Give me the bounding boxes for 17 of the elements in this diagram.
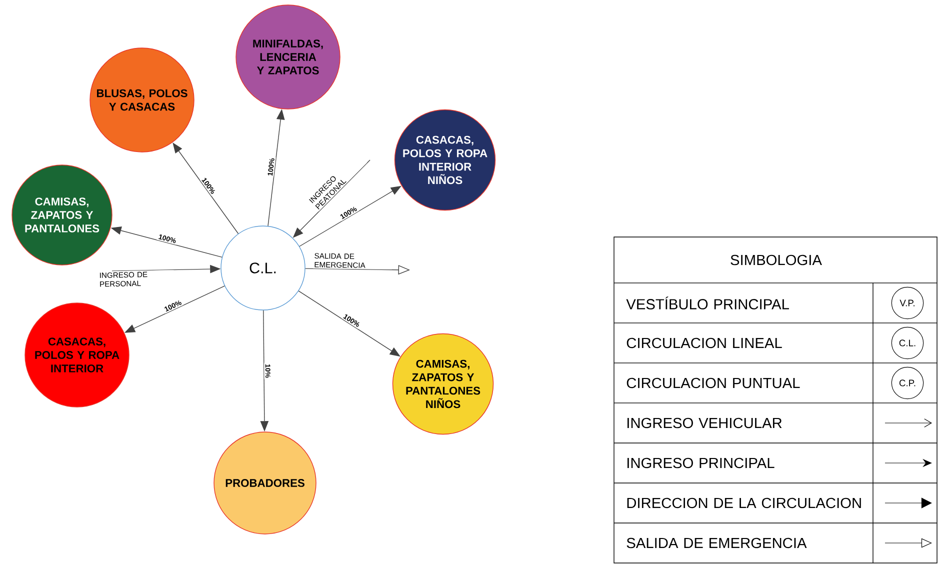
legend-text: DIRECCION DE LA CIRCULACION xyxy=(627,498,861,508)
circle-node: C.L. xyxy=(220,226,306,310)
circle-node: CASACAS, POLOS Y ROPA INTERIOR NIÑOS xyxy=(394,109,496,211)
legend-text: CIRCULACION LINEAL xyxy=(626,338,782,348)
circle-node: CAMISAS, ZAPATOS Y PANTALONES xyxy=(12,164,112,266)
circle-node: BLUSAS, POLOS Y CASACAS xyxy=(90,48,194,152)
circle-node: CAMISAS, ZAPATOS Y PANTALONES NIÑOS xyxy=(392,333,494,435)
circle-node: CASACAS, POLOS Y ROPA INTERIOR xyxy=(24,302,130,408)
circle-node: PROBADORES xyxy=(214,432,316,534)
arrow xyxy=(172,142,239,234)
circle-node: MINIFALDAS, LENCERIA Y ZAPATOS xyxy=(236,4,340,110)
legend-title: SIMBOLOGIA xyxy=(730,254,822,266)
legend-text: CIRCULACION PUNTUAL xyxy=(626,378,800,388)
legend-text: SALIDA DE EMERGENCIA xyxy=(626,538,807,548)
legend-text: INGRESO PRINCIPAL xyxy=(628,458,774,468)
legend-text: INGRESO VEHICULAR xyxy=(628,418,782,428)
legend-text: VESTÍBULO PRINCIPAL xyxy=(626,296,789,310)
